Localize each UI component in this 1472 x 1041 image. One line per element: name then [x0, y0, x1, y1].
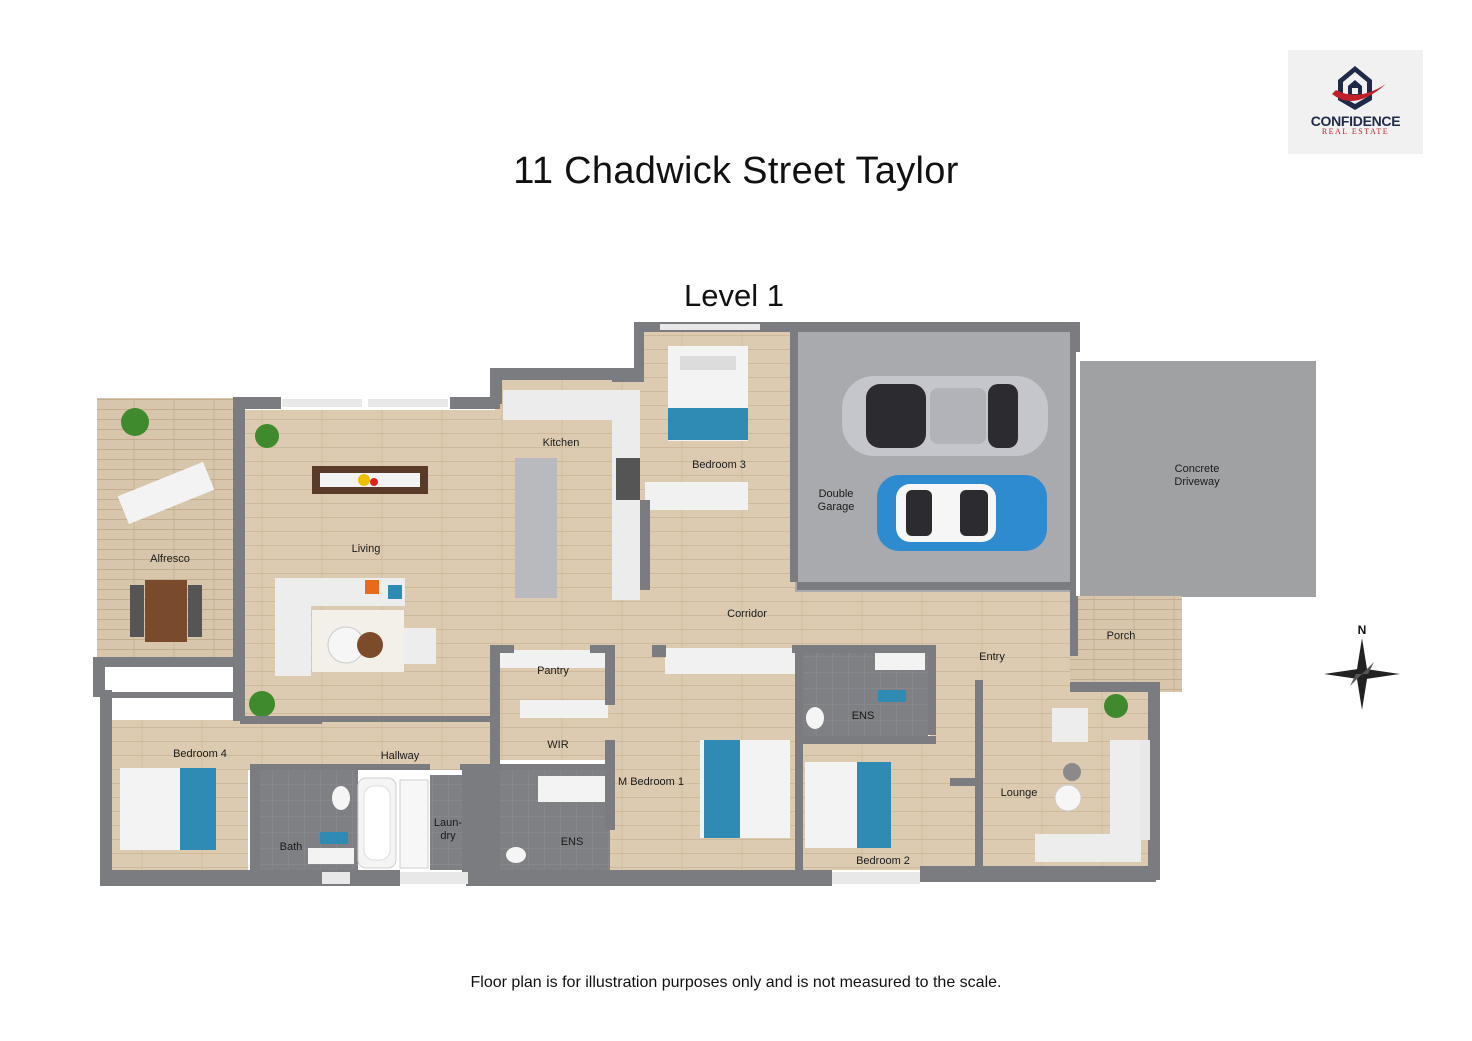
corridor-robe [665, 648, 795, 674]
room-label-living: Living [352, 543, 381, 555]
car-silver [842, 376, 1048, 456]
laundry-tub [399, 779, 429, 869]
room-label-bedroom2: Bedroom 2 [856, 855, 910, 867]
compass-north-label: N [1358, 623, 1367, 637]
living-armchair [404, 628, 436, 664]
cooktop [616, 458, 640, 500]
vanity-bath [308, 848, 354, 864]
logo-brand: CONFIDENCE [1310, 113, 1401, 129]
plant [1104, 694, 1128, 718]
room-label-driveway-line2: Driveway [1174, 476, 1220, 488]
kitchen-island [515, 458, 557, 598]
room-label-hallway: Hallway [381, 750, 420, 762]
living-sofa [275, 578, 405, 606]
room-label-corridor: Corridor [727, 608, 767, 620]
kitchen-bench [503, 390, 613, 420]
room-label-laundry-line1: Laun- [434, 817, 462, 829]
room-label-double-garage-line1: Double [819, 488, 854, 500]
logo-subtitle: REAL ESTATE [1321, 127, 1390, 136]
toilet-bath [332, 786, 350, 810]
lounge-table [1054, 784, 1082, 812]
room-label-lounge: Lounge [1001, 787, 1038, 799]
house-shield-icon [1332, 66, 1386, 110]
vanity-ens-upper [875, 650, 925, 670]
company-logo: CONFIDENCE REAL ESTATE [1288, 50, 1423, 154]
room-label-alfresco: Alfresco [150, 553, 190, 565]
plant [121, 408, 149, 436]
vanity-ens-lower [538, 776, 608, 802]
plant [249, 691, 275, 717]
hallway-floor [240, 720, 490, 770]
room-label-ens-lower: ENS [561, 836, 584, 848]
pantry-shelves [500, 650, 608, 668]
walls [93, 322, 1160, 886]
toilet-ens-upper [806, 707, 824, 729]
room-label-laundry-line2: dry [440, 830, 456, 842]
porch-deck [1070, 596, 1182, 692]
room-label-bedroom4: Bedroom 4 [173, 748, 227, 760]
room-label-driveway-line1: Concrete [1175, 463, 1220, 475]
page-title: 11 Chadwick Street Taylor [513, 150, 959, 192]
disclaimer-note: Floor plan is for illustration purposes … [470, 974, 1002, 991]
room-label-porch: Porch [1107, 630, 1136, 642]
plant [255, 424, 279, 448]
room-label-entry: Entry [979, 651, 1005, 663]
car-blue [877, 475, 1047, 551]
windows [282, 324, 1150, 884]
compass-icon: N [1324, 623, 1400, 710]
room-label-bedroom3: Bedroom 3 [692, 459, 746, 471]
room-label-pantry: Pantry [537, 665, 569, 677]
sun-lounger [117, 461, 215, 525]
bedroom3-robe [645, 482, 748, 510]
concrete-driveway-area [1080, 361, 1316, 597]
room-label-kitchen: Kitchen [543, 437, 580, 449]
room-label-double-garage-line2: Garage [818, 501, 855, 513]
garage-floor [795, 332, 1075, 592]
level-label: Level 1 [684, 278, 784, 313]
lounge-armchair [1052, 708, 1088, 742]
room-label-ens-upper: ENS [852, 710, 875, 722]
laundry-floor [430, 775, 462, 870]
room-label-wir: WIR [547, 739, 568, 751]
alfresco-table [145, 580, 187, 642]
room-label-bath: Bath [280, 841, 303, 853]
room-label-master-bedroom: M Bedroom 1 [618, 776, 684, 788]
toilet-ens-lower [506, 847, 526, 863]
